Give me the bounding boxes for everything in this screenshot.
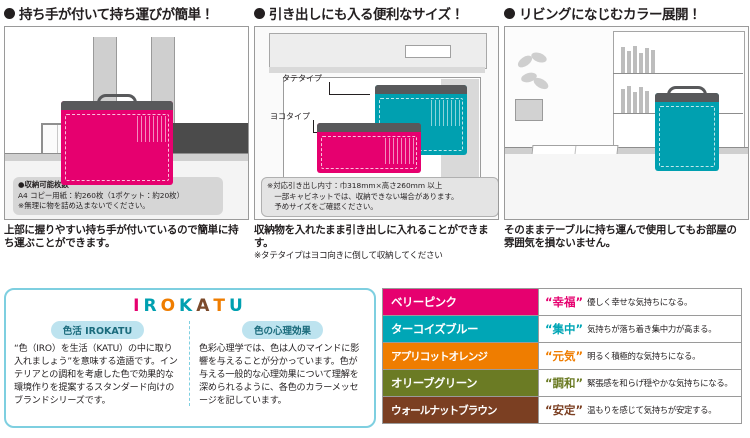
pill-color-psychology: 色の心理効果 bbox=[242, 321, 324, 339]
case-stitching bbox=[659, 106, 715, 167]
color-description-4: “安定”温もりを感じて気持ちが安定する。 bbox=[538, 397, 741, 423]
label-tate-type: タテタイプ bbox=[282, 74, 322, 83]
brand-box: IROKATU 色活 IROKATU “色（IRO）を生活（KATU）の中に取り… bbox=[4, 288, 376, 428]
color-message-2: 明るく積極的な気持ちになる。 bbox=[587, 351, 701, 361]
caption-3-text: そのままテーブルに持ち運んで使用してもお部屋の雰囲気を損ないません。 bbox=[504, 224, 737, 250]
color-keyword-2: “元気” bbox=[545, 349, 584, 363]
color-row: ウォールナットブラウン“安定”温もりを感じて気持ちが安定する。 bbox=[383, 397, 741, 423]
bullet-icon bbox=[4, 7, 15, 19]
brand-column-left: 色活 IROKATU “色（IRO）を生活（KATU）の中に取り入れましょう”を… bbox=[14, 319, 181, 408]
color-name-1: ターコイズブルー bbox=[383, 316, 538, 342]
logo-letter-1: R bbox=[143, 296, 161, 316]
color-description-0: “幸福”優しく幸せな気持ちになる。 bbox=[538, 289, 741, 315]
books-row-1 bbox=[621, 45, 655, 73]
panel-1-note-line2: A4 コピー用紙：約260枚（1ポケット：約20枚） bbox=[18, 190, 184, 200]
color-row: ベリーピンク“幸福”優しく幸せな気持ちになる。 bbox=[383, 289, 741, 316]
file-case-pink-horizontal bbox=[317, 123, 421, 173]
color-message-3: 緊張感を和らげ穏やかな気持ちになる。 bbox=[587, 378, 733, 388]
color-name-2: アプリコットオレンジ bbox=[383, 343, 538, 369]
panel-1-note-line3: ※無理に物を詰め込まないでください。 bbox=[18, 201, 150, 211]
case-lip bbox=[655, 93, 719, 102]
feature-panels: 持ち手が付いて持ち運びが簡単！ bbox=[0, 0, 750, 220]
panel-2-note-line3: 予めサイズをご確認ください。 bbox=[267, 202, 378, 212]
caption-2-text: 収納物を入れたまま引き出しに入れることができます。 bbox=[254, 224, 489, 250]
file-case-pink bbox=[61, 94, 173, 185]
pill-irokatu: 色活 IROKATU bbox=[50, 321, 145, 339]
panel-captions: 上部に握りやすい持ち手が付いているので簡単に持ち運ぶことができます。 収納物を入… bbox=[0, 220, 750, 262]
leader-line-tate bbox=[329, 82, 370, 95]
case-lip bbox=[375, 85, 467, 94]
color-name-3: オリーブグリーン bbox=[383, 370, 538, 396]
color-message-4: 温もりを感じて気持ちが安定する。 bbox=[587, 405, 717, 415]
caption-2-note: ※タテタイプはヨコ向きに倒して収納してください bbox=[254, 250, 443, 261]
brand-left-body: “色（IRO）を生活（KATU）の中に取り入れましょう”を意味する造語です。イン… bbox=[14, 344, 178, 406]
logo-letter-3: K bbox=[179, 296, 197, 316]
caption-1-text: 上部に握りやすい持ち手が付いているので簡単に持ち運ぶことができます。 bbox=[4, 224, 239, 250]
plant-pot bbox=[515, 99, 543, 121]
panel-2-note-line1: ※対応引き出し内寸：巾318mm×高さ260mm 以上 bbox=[267, 181, 443, 190]
case-lip bbox=[61, 101, 173, 110]
case-stitching bbox=[321, 136, 417, 169]
feature-panel-3-illustration bbox=[504, 26, 749, 220]
bullet-icon bbox=[504, 7, 515, 19]
caption-1: 上部に握りやすい持ち手が付いているので簡単に持ち運ぶことができます。 bbox=[0, 224, 250, 262]
panel-1-note-line1: ●収納可能枚数 bbox=[18, 180, 69, 189]
color-message-1: 気持ちが落ち着き集中力が高まる。 bbox=[587, 324, 717, 334]
color-description-1: “集中”気持ちが落ち着き集中力が高まる。 bbox=[538, 316, 741, 342]
drawer-divider bbox=[269, 67, 485, 73]
logo-letter-2: O bbox=[160, 296, 180, 316]
case-mesh-pocket bbox=[385, 138, 415, 164]
color-keyword-3: “調和” bbox=[545, 376, 584, 390]
drawer-top-handle bbox=[405, 45, 451, 58]
feature-panel-3-heading: リビングになじむカラー展開！ bbox=[500, 0, 750, 26]
logo-letter-6: U bbox=[229, 296, 247, 316]
table-surface bbox=[505, 147, 748, 155]
logo-letter-4: A bbox=[196, 296, 214, 316]
color-name-0: ベリーピンク bbox=[383, 289, 538, 315]
color-name-4: ウォールナットブラウン bbox=[383, 397, 538, 423]
books-row-2 bbox=[621, 85, 649, 113]
feature-panel-2: 引き出しにも入る便利なサイズ！ タテタイプ bbox=[250, 0, 500, 220]
shelf-line-1 bbox=[613, 73, 743, 74]
color-keyword-4: “安定” bbox=[545, 403, 584, 417]
color-row: ターコイズブルー“集中”気持ちが落ち着き集中力が高まる。 bbox=[383, 316, 741, 343]
logo-letter-0: I bbox=[133, 296, 144, 316]
color-keyword-0: “幸福” bbox=[545, 295, 584, 309]
caption-3: そのままテーブルに持ち運んで使用してもお部屋の雰囲気を損ないません。 bbox=[500, 224, 750, 262]
color-row: アプリコットオレンジ“元気”明るく積極的な気持ちになる。 bbox=[383, 343, 741, 370]
color-description-3: “調和”緊張感を和らげ穏やかな気持ちになる。 bbox=[538, 370, 741, 396]
bullet-icon bbox=[254, 7, 265, 19]
feature-panel-1: 持ち手が付いて持ち運びが簡単！ bbox=[0, 0, 250, 220]
feature-panel-3: リビングになじむカラー展開！ bbox=[500, 0, 750, 220]
color-keyword-1: “集中” bbox=[545, 322, 584, 336]
file-case-turquoise-on-table bbox=[655, 86, 719, 171]
feature-panel-1-heading-text: 持ち手が付いて持ち運びが簡単！ bbox=[19, 7, 214, 23]
logo-letter-5: T bbox=[213, 296, 230, 316]
drawer-top bbox=[269, 33, 487, 69]
case-mesh-pocket bbox=[137, 116, 167, 142]
brand-right-body: 色彩心理学では、色は人のマインドに影響を与えることが分かっています。色が与える一… bbox=[199, 344, 360, 406]
bottom-section: IROKATU 色活 IROKATU “色（IRO）を生活（KATU）の中に取り… bbox=[0, 288, 750, 438]
panel-2-note: ※対応引き出し内寸：巾318mm×高さ260mm 以上 一部キャビネットでは、収… bbox=[261, 177, 498, 218]
panel-2-note-line2: 一部キャビネットでは、収納できない場合があります。 bbox=[267, 191, 459, 201]
feature-panel-1-illustration: ●収納可能枚数 A4 コピー用紙：約260枚（1ポケット：約20枚） ※無理に物… bbox=[4, 26, 249, 220]
color-row: オリーブグリーン“調和”緊張感を和らげ穏やかな気持ちになる。 bbox=[383, 370, 741, 397]
feature-panel-2-heading: 引き出しにも入る便利なサイズ！ bbox=[250, 0, 500, 26]
case-mesh-pocket bbox=[431, 100, 461, 126]
feature-panel-1-heading: 持ち手が付いて持ち運びが簡単！ bbox=[0, 0, 250, 26]
brand-column-right: 色の心理効果 色彩心理学では、色は人のマインドに影響を与えることが分かっています… bbox=[199, 319, 366, 408]
case-stitching bbox=[65, 114, 169, 181]
color-message-0: 優しく幸せな気持ちになる。 bbox=[587, 297, 693, 307]
feature-panel-2-heading-text: 引き出しにも入る便利なサイズ！ bbox=[269, 7, 464, 23]
label-yoko-type: ヨコタイプ bbox=[270, 112, 310, 121]
color-description-2: “元気”明るく積極的な気持ちになる。 bbox=[538, 343, 741, 369]
column-divider bbox=[189, 321, 191, 406]
irokatu-logo: IROKATU bbox=[14, 296, 366, 319]
brand-columns: 色活 IROKATU “色（IRO）を生活（KATU）の中に取り入れましょう”を… bbox=[14, 319, 366, 408]
feature-panel-2-illustration: タテタイプ ヨコタイプ ※対応引き出し内寸：巾318mm×高さ260mm 以上 … bbox=[254, 26, 499, 220]
case-lip bbox=[317, 123, 421, 132]
feature-panel-3-heading-text: リビングになじむカラー展開！ bbox=[519, 7, 702, 23]
color-table: ベリーピンク“幸福”優しく幸せな気持ちになる。ターコイズブルー“集中”気持ちが落… bbox=[382, 288, 742, 424]
caption-2: 収納物を入れたまま引き出しに入れることができます。 ※タテタイプはヨコ向きに倒し… bbox=[250, 224, 500, 262]
